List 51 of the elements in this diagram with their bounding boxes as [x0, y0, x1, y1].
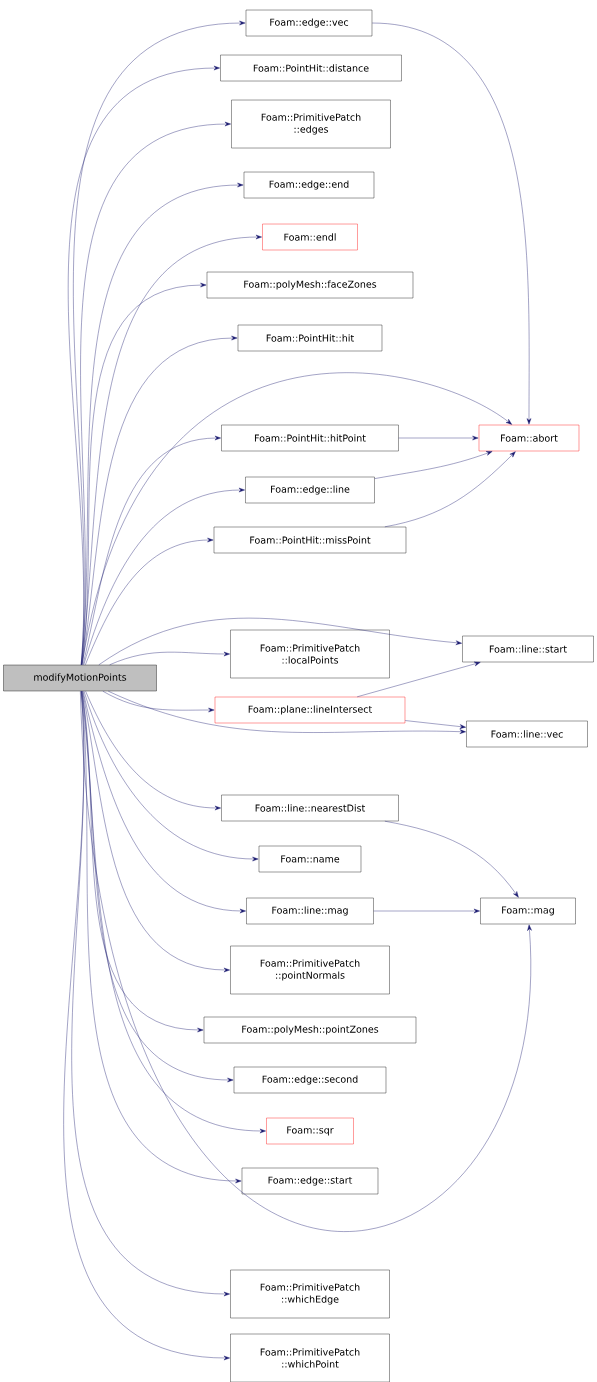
arrow: [109, 651, 230, 665]
function-box: Foam::edge::line: [245, 476, 375, 504]
function-box: Foam::abort: [478, 424, 580, 452]
arrow: [83, 487, 245, 665]
function-box: Foam::line::nearestDist: [221, 794, 399, 822]
function-box: Foam::PrimitivePatch ::edges: [231, 99, 391, 149]
arrow: [81, 234, 262, 665]
function-box: Foam::edge::end: [243, 171, 375, 199]
arrow: [81, 372, 512, 665]
function-box: Foam::polyMesh::faceZones: [206, 271, 414, 299]
arrow: [373, 908, 480, 914]
arrow: [372, 22, 532, 425]
function-box: Foam::PrimitivePatch ::whichPoint: [230, 1333, 390, 1382]
function-box: Foam::PointHit::missPoint: [213, 526, 407, 554]
function-box: Foam::line::vec: [466, 720, 588, 748]
function-box: Foam::PointHit::distance: [220, 54, 402, 82]
function-box: Foam::line::mag: [246, 897, 374, 925]
arrow: [384, 821, 519, 898]
arrow: [81, 282, 207, 665]
function-box: Foam::line::start: [462, 635, 594, 663]
arrow: [374, 451, 493, 479]
function-box: Foam::PrimitivePatch ::whichEdge: [230, 1269, 390, 1319]
function-box: Foam::edge::vec: [245, 9, 373, 37]
arrow: [405, 720, 466, 729]
function-box: Foam::PrimitivePatch ::localPoints: [230, 629, 390, 679]
function-box: Foam::edge::start: [241, 1167, 379, 1195]
arrow: [83, 691, 259, 862]
function-box: Foam::edge::second: [233, 1066, 387, 1094]
arrow: [85, 691, 221, 811]
function-box: Foam::PointHit::hit: [237, 324, 383, 352]
arrow: [384, 451, 516, 527]
function-box: Foam::name: [258, 845, 362, 873]
function-box: Foam::plane::lineIntersect: [214, 696, 406, 724]
function-box: Foam::PrimitivePatch ::pointNormals: [230, 945, 390, 995]
arrow: [82, 435, 221, 665]
function-box: Foam::sqr: [266, 1117, 354, 1145]
arrow: [81, 691, 266, 1134]
function-box: Foam::polyMesh::pointZones: [203, 1016, 417, 1044]
function-box: Foam::endl: [262, 223, 358, 251]
arrow: [102, 691, 215, 713]
arrow: [398, 435, 479, 441]
arrow: [82, 691, 246, 914]
arrow: [80, 691, 532, 1231]
function-box: Foam::mag: [480, 897, 576, 925]
arrow: [81, 691, 234, 1083]
arrow: [108, 691, 466, 734]
arrow: [85, 537, 214, 665]
arrow: [82, 691, 230, 973]
arrow: [98, 618, 462, 665]
function-box: modifyMotionPoints: [3, 664, 157, 692]
function-box: Foam::PointHit::hitPoint: [221, 424, 399, 452]
